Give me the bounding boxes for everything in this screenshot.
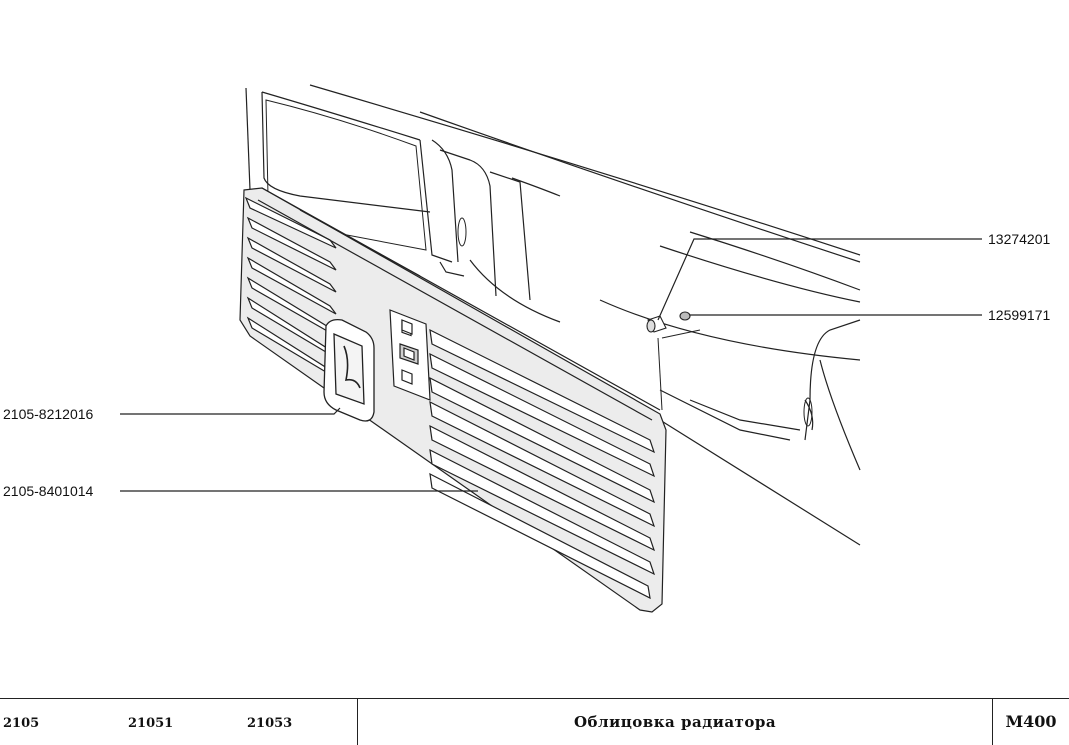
callout-2105-8401014: 2105-8401014 bbox=[3, 483, 94, 499]
model-21051: 21051 bbox=[128, 716, 174, 731]
lada-emblem bbox=[323, 318, 375, 422]
callout-13274201: 13274201 bbox=[988, 231, 1051, 247]
car-body-outline bbox=[245, 84, 861, 546]
model-21053: 21053 bbox=[247, 716, 293, 731]
radiator-grille-diagram bbox=[120, 84, 982, 613]
clip-part bbox=[679, 311, 691, 321]
center-badge-panel bbox=[389, 309, 431, 401]
diagram-code: M400 bbox=[1005, 712, 1057, 731]
leader-2105-8212016 bbox=[120, 407, 341, 415]
callout-2105-8212016: 2105-8212016 bbox=[3, 406, 94, 422]
radiator-grille bbox=[239, 187, 667, 613]
cap-nut-part bbox=[646, 315, 667, 333]
title-block: 2105 21051 21053 Облицовка радиатора M40… bbox=[0, 698, 1069, 745]
leader-lines bbox=[120, 238, 982, 492]
leader-13274201 bbox=[657, 238, 982, 321]
model-2105: 2105 bbox=[3, 716, 40, 731]
callout-12599171: 12599171 bbox=[988, 307, 1051, 323]
diagram-title: Облицовка радиатора bbox=[357, 699, 993, 745]
